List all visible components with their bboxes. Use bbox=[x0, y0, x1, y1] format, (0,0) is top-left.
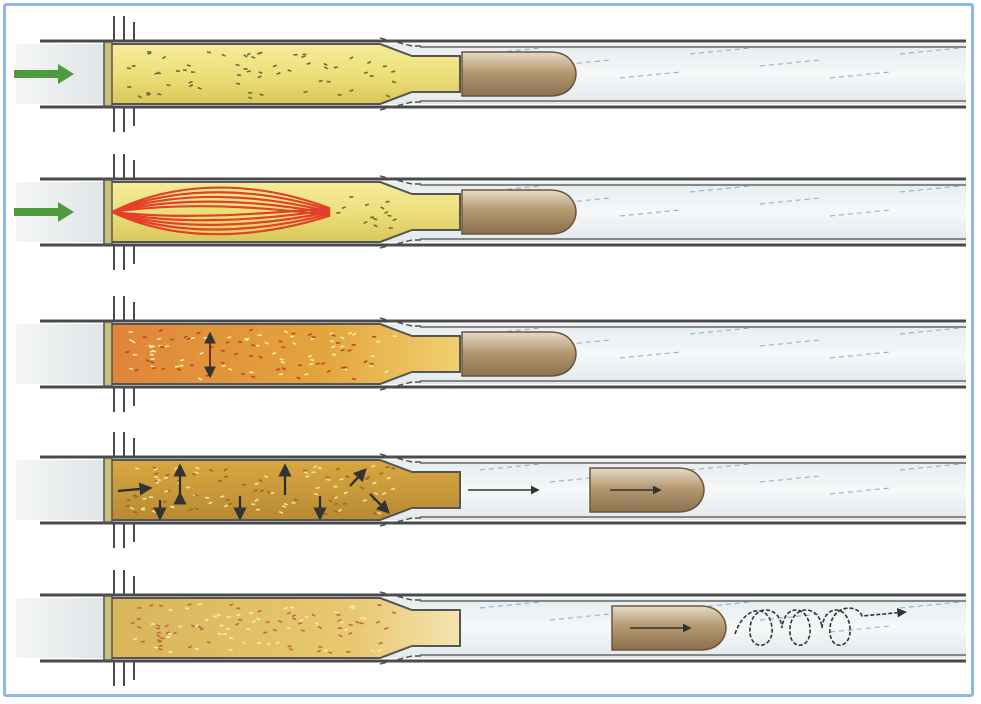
powder-grain bbox=[142, 498, 146, 500]
powder-grain bbox=[287, 627, 291, 629]
powder-grain bbox=[370, 75, 374, 77]
bolt-face bbox=[16, 324, 106, 384]
stage-1 bbox=[14, 16, 966, 132]
powder-grain bbox=[349, 606, 353, 608]
powder-grain bbox=[333, 486, 337, 488]
powder-grain bbox=[151, 623, 155, 625]
powder-grain bbox=[332, 354, 336, 356]
powder-grain bbox=[129, 331, 133, 333]
bullet bbox=[462, 190, 576, 234]
powder-grain bbox=[327, 81, 331, 83]
powder-grain bbox=[258, 334, 262, 336]
powder-grain bbox=[312, 336, 316, 338]
stage-5 bbox=[16, 570, 966, 686]
powder-grain bbox=[135, 468, 139, 470]
bolt-face bbox=[16, 598, 106, 658]
powder-grain bbox=[229, 649, 233, 651]
bolt-face bbox=[16, 460, 106, 520]
powder-grain bbox=[176, 70, 180, 72]
powder-grain bbox=[360, 617, 364, 619]
stage-2 bbox=[14, 154, 966, 270]
stage-3 bbox=[16, 296, 966, 412]
powder-grain bbox=[393, 335, 397, 337]
powder-grain bbox=[281, 346, 285, 348]
powder-grain bbox=[340, 621, 344, 623]
powder-grain bbox=[127, 86, 131, 88]
case-rim bbox=[104, 458, 112, 522]
powder-grain bbox=[338, 627, 342, 629]
powder-grain bbox=[257, 642, 261, 644]
powder-grain bbox=[386, 466, 390, 468]
powder-grain bbox=[383, 65, 387, 67]
powder-grain bbox=[337, 94, 341, 96]
powder-grain bbox=[156, 628, 160, 630]
powder-grain bbox=[166, 636, 170, 638]
powder-grain bbox=[291, 502, 295, 504]
powder-grain bbox=[137, 607, 141, 609]
powder-grain bbox=[249, 372, 253, 374]
case-rim bbox=[104, 322, 112, 386]
powder-grain bbox=[241, 373, 245, 375]
powder-grain bbox=[151, 358, 155, 360]
bullet bbox=[462, 52, 576, 96]
bullet bbox=[462, 332, 576, 376]
powder-grain bbox=[303, 470, 307, 472]
powder-grain bbox=[336, 342, 340, 344]
case-rim bbox=[104, 596, 112, 660]
powder-grain bbox=[311, 472, 315, 474]
powder-grain bbox=[224, 476, 228, 478]
powder-grain bbox=[290, 336, 294, 338]
powder-grain bbox=[244, 68, 248, 70]
powder-grain bbox=[157, 632, 161, 634]
powder-grain bbox=[150, 354, 154, 356]
powder-grain bbox=[133, 354, 137, 356]
powder-grain bbox=[343, 368, 347, 370]
powder-grain bbox=[303, 54, 307, 56]
case-rim bbox=[104, 180, 112, 244]
powder-grain bbox=[256, 509, 260, 511]
powder-grain bbox=[168, 633, 172, 635]
powder-grain bbox=[191, 71, 195, 73]
powder-grain bbox=[255, 345, 259, 347]
powder-grain bbox=[179, 365, 183, 367]
powder-grain bbox=[238, 619, 242, 621]
case-rim bbox=[104, 42, 112, 106]
powder-grain bbox=[343, 503, 347, 505]
powder-grain bbox=[336, 212, 340, 214]
powder-grain bbox=[246, 628, 250, 630]
powder-grain bbox=[371, 355, 375, 357]
stage-4 bbox=[16, 432, 966, 548]
powder-grain bbox=[236, 607, 240, 609]
powder-grain bbox=[352, 344, 356, 346]
powder-grain bbox=[318, 646, 322, 648]
powder-grain bbox=[325, 476, 329, 478]
